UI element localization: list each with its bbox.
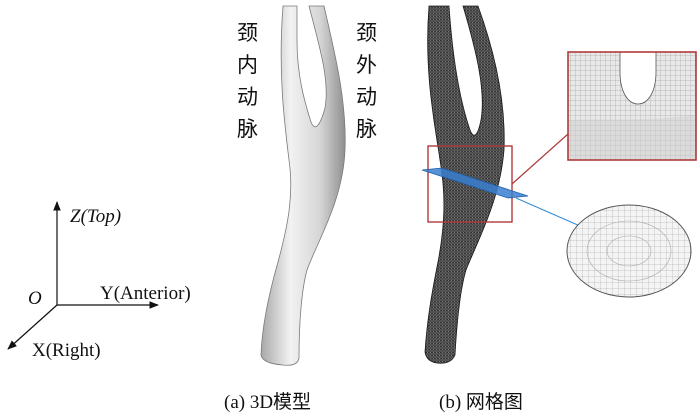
cross-section-view <box>566 204 692 298</box>
x-axis-label: X(Right) <box>32 340 101 361</box>
vessel-3d-model: 颈 内 动 脉 颈 外 动 脉 <box>237 5 377 366</box>
svg-text:动: 动 <box>356 85 377 109</box>
vessel-mesh <box>421 5 581 364</box>
external-carotid-label: 颈 外 动 脉 <box>356 21 377 141</box>
coordinate-axes: Z(Top) Y(Anterior) X(Right) O <box>7 201 191 361</box>
svg-text:内: 内 <box>237 53 258 77</box>
svg-text:脉: 脉 <box>237 117 258 141</box>
svg-text:颈: 颈 <box>237 21 258 45</box>
internal-carotid-label: 颈 内 动 脉 <box>237 21 258 141</box>
connector-to-zoom <box>511 133 569 185</box>
svg-text:脉: 脉 <box>356 117 377 141</box>
svg-text:动: 动 <box>237 85 258 109</box>
zoom-shading <box>568 115 696 160</box>
zoom-bifurcation-gap <box>619 51 657 105</box>
z-axis-label: Z(Top) <box>70 206 121 227</box>
origin-label: O <box>28 288 42 309</box>
mesh-vessel-body <box>424 5 505 364</box>
svg-text:外: 外 <box>356 53 377 77</box>
x-axis-arrow <box>7 304 58 350</box>
bifurcation-zoom-inset <box>567 51 697 161</box>
svg-text:颈: 颈 <box>356 21 377 45</box>
model-vessel-body <box>260 5 346 366</box>
caption-a: (a) 3D模型 <box>224 391 311 413</box>
connector-to-section <box>515 197 581 227</box>
y-axis-label: Y(Anterior) <box>100 283 191 304</box>
cross-section-plane <box>421 167 529 199</box>
caption-b: (b) 网格图 <box>439 391 523 413</box>
